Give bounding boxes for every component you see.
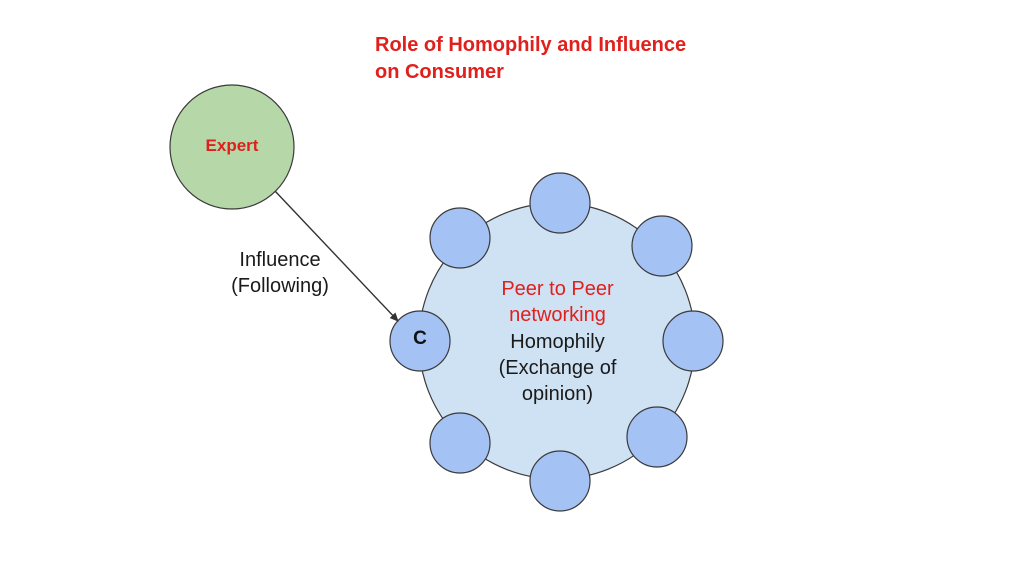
influence-arrow <box>274 190 399 322</box>
consumer-node <box>389 310 451 372</box>
peer-node <box>631 215 693 277</box>
peer-node <box>529 172 591 234</box>
peer-node <box>529 450 591 512</box>
diagram-title: Role of Homophily and Influence on Consu… <box>375 34 687 83</box>
peer-node <box>626 406 688 468</box>
peer-node <box>429 207 491 269</box>
peer-network-description: Homophily (Exchange of opinion) <box>498 331 617 405</box>
influence-edge-label: Influence (Following) <box>231 249 329 297</box>
expert-label: Expert <box>205 136 259 155</box>
peer-network-title: Peer to Peer networking <box>501 278 614 326</box>
peer-node <box>429 412 491 474</box>
peer-node <box>662 310 724 372</box>
expert-node <box>169 84 295 210</box>
consumer-label: C <box>413 328 427 349</box>
